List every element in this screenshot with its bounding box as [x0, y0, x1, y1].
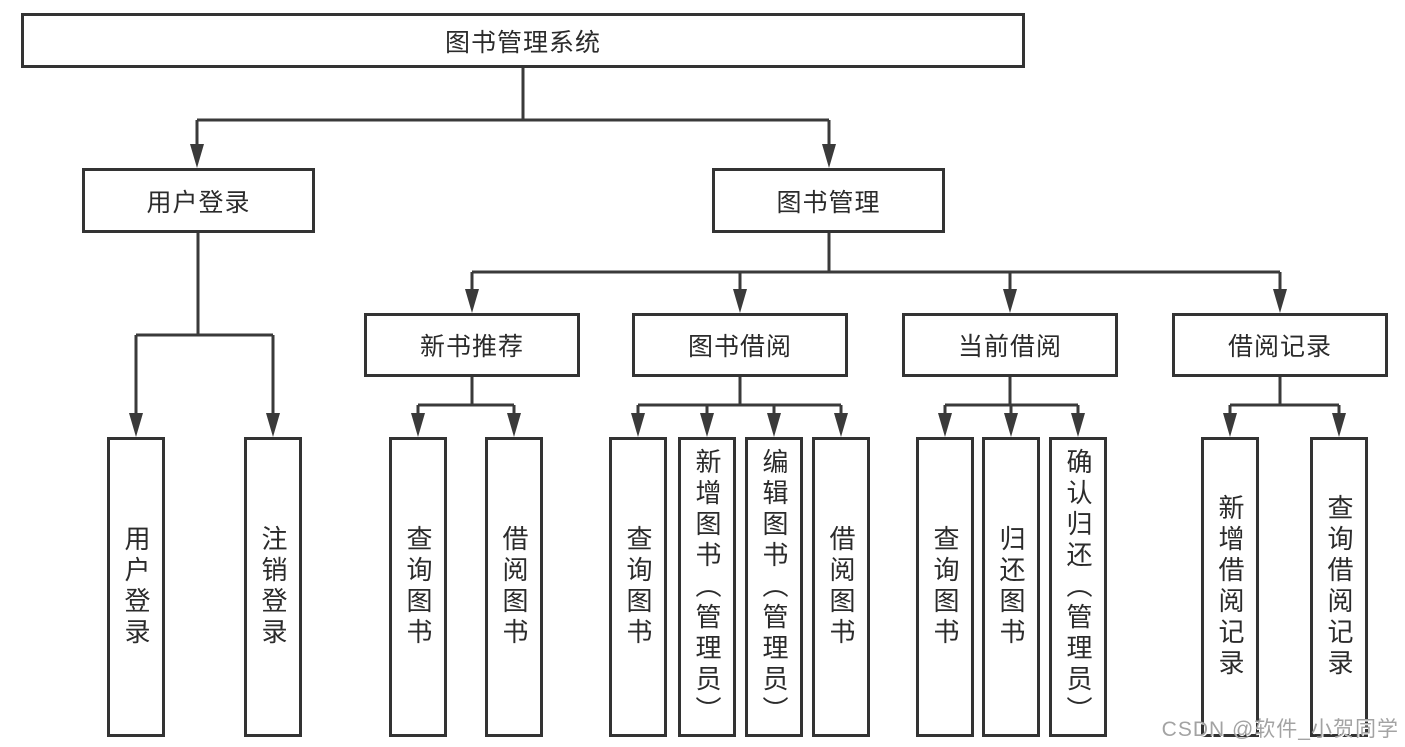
leaf-label: 借阅图书 — [826, 525, 856, 649]
leaf-add-borrow-record: 新增借阅记录 — [1201, 437, 1259, 737]
node-label: 用户登录 — [146, 188, 251, 217]
node-label: 图书管理系统 — [444, 28, 601, 57]
leaf-query-books: 查询图书 — [389, 437, 447, 737]
node-label: 借阅记录 — [1227, 333, 1332, 361]
leaf-label: 确认归还（管理员） — [1063, 447, 1093, 727]
leaf-confirm-return-admin: 确认归还（管理员） — [1049, 437, 1107, 737]
node-label: 图书管理 — [776, 188, 881, 217]
leaf-logout: 注销登录 — [244, 437, 302, 737]
node-label: 当前借阅 — [957, 333, 1062, 361]
node-label: 新书推荐 — [419, 333, 524, 361]
leaf-return-books: 归还图书 — [982, 437, 1040, 737]
leaf-label: 新增图书（管理员） — [692, 447, 722, 727]
node-new-book-recommendation: 新书推荐 — [364, 313, 580, 377]
leaf-label: 注销登录 — [258, 525, 288, 649]
leaf-borrow-books: 借阅图书 — [812, 437, 870, 737]
leaf-edit-books-admin: 编辑图书（管理员） — [745, 437, 803, 737]
csdn-watermark: CSDN @软件_小贺同学 — [1161, 718, 1399, 741]
leaf-label: 查询借阅记录 — [1324, 494, 1354, 680]
leaf-label: 查询图书 — [403, 525, 433, 649]
leaf-user-login: 用户登录 — [107, 437, 165, 737]
leaf-query-books: 查询图书 — [916, 437, 974, 737]
node-current-borrowing: 当前借阅 — [902, 313, 1118, 377]
leaf-label: 用户登录 — [121, 525, 151, 649]
leaf-add-books-admin: 新增图书（管理员） — [678, 437, 736, 737]
leaf-query-borrow-record: 查询借阅记录 — [1310, 437, 1368, 737]
node-user-login-branch: 用户登录 — [82, 168, 315, 233]
node-library-management-system: 图书管理系统 — [21, 13, 1025, 68]
node-borrowing-records: 借阅记录 — [1172, 313, 1388, 377]
leaf-query-books: 查询图书 — [609, 437, 667, 737]
node-book-management-branch: 图书管理 — [712, 168, 945, 233]
leaf-label: 新增借阅记录 — [1215, 494, 1245, 680]
leaf-label: 归还图书 — [996, 525, 1026, 649]
node-label: 图书借阅 — [687, 333, 792, 361]
leaf-label: 借阅图书 — [499, 525, 529, 649]
leaf-label: 编辑图书（管理员） — [759, 447, 789, 727]
leaf-label: 查询图书 — [623, 525, 653, 649]
leaf-label: 查询图书 — [930, 525, 960, 649]
node-book-borrowing: 图书借阅 — [632, 313, 848, 377]
leaf-borrow-books: 借阅图书 — [485, 437, 543, 737]
